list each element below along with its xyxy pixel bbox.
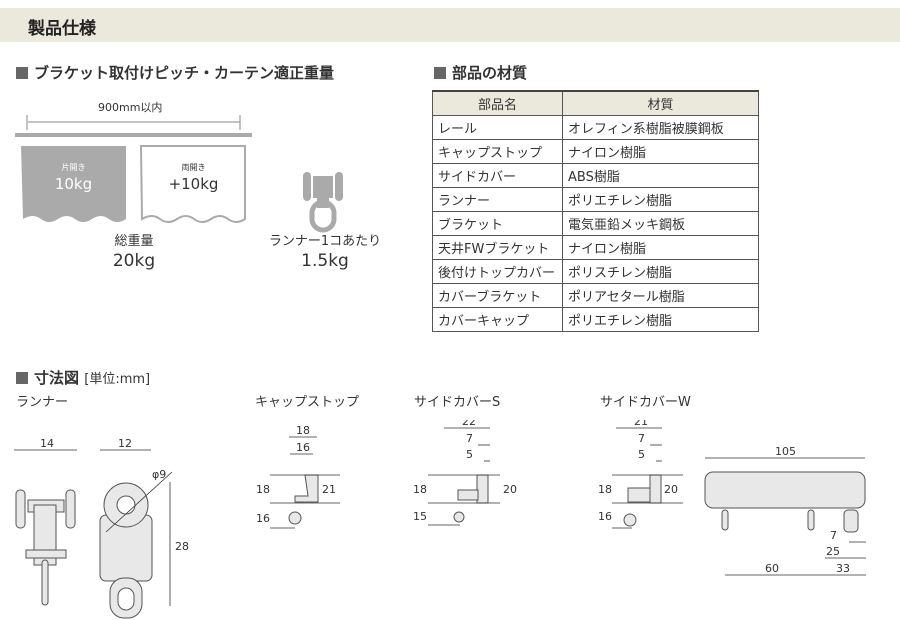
sidecover-s-dimension: 7: [466, 432, 473, 445]
material-cell: ポリアセタール樹脂: [562, 282, 759, 308]
runner-dimension: 28: [175, 540, 189, 553]
column-header: 部品名: [432, 90, 563, 116]
capstop-dimension: 21: [322, 483, 336, 496]
column-header: 材質: [562, 90, 759, 116]
table-row: レールオレフィン系樹脂被膜鋼板: [432, 114, 759, 140]
rail-dimension: 25: [826, 545, 840, 558]
heading-text: ブラケット取付けピッチ・カーテン適正重量: [34, 64, 335, 82]
capstop-dimension: 16: [256, 512, 270, 525]
sidecover-s-label: サイドカバーS: [414, 395, 501, 410]
capstop-dimension: 16: [296, 441, 310, 454]
runner-icon: [303, 172, 343, 233]
material-cell: ポリスチレン樹脂: [562, 258, 759, 284]
rail-dimension: 7: [830, 529, 837, 542]
sidecover-s-dimension: 20: [503, 483, 517, 496]
sidecover-w-dimension: 21: [634, 420, 648, 428]
sidecover-w-dimension: 16: [598, 510, 612, 523]
rail-dimension: 105: [775, 445, 796, 458]
rail-dimension: 60: [765, 562, 779, 575]
runner-dimension: 12: [118, 437, 132, 450]
heading-text: 部品の材質: [452, 64, 528, 82]
section-heading-weight: ブラケット取付けピッチ・カーテン適正重量: [16, 62, 334, 83]
title-bar: 製品仕様: [0, 8, 900, 42]
runner-dimension: 14: [40, 437, 54, 450]
sidecover-s-dimension: 5: [466, 448, 473, 461]
sidecover-w-dimension: 7: [638, 432, 645, 445]
two-side-weight: +10kg: [168, 175, 219, 193]
table-row: カバーブラケットポリアセタール樹脂: [432, 282, 759, 308]
table-row: 後付けトップカバーポリスチレン樹脂: [432, 258, 759, 284]
span-label: 900mm以内: [98, 101, 163, 114]
rail-dimension: 33: [836, 562, 850, 575]
runner-label: ランナー: [16, 395, 69, 410]
material-cell: ナイロン樹脂: [562, 234, 759, 260]
heading-text: 寸法図: [34, 369, 80, 387]
material-cell: ナイロン樹脂: [562, 138, 759, 164]
part-name-cell: 後付けトップカバー: [432, 258, 563, 284]
part-name-cell: レール: [432, 114, 563, 140]
one-side-weight: 10kg: [54, 175, 93, 193]
material-cell: ポリエチレン樹脂: [562, 306, 759, 332]
capstop-dimension: 18: [256, 483, 270, 496]
sidecover-s-dimension: 15: [413, 510, 427, 523]
material-cell: ポリエチレン樹脂: [562, 186, 759, 212]
materials-table: 部品名材質 レールオレフィン系樹脂被膜鋼板キャップストップナイロン樹脂サイドカバ…: [432, 90, 759, 332]
table-row: キャップストップナイロン樹脂: [432, 138, 759, 164]
sidecover-w-label: サイドカバーW: [600, 395, 691, 410]
sidecover-w-dimension: 18: [598, 483, 612, 496]
two-side-label: 両開き: [181, 163, 206, 172]
sidecover-w-dimension: 5: [638, 448, 645, 461]
part-name-cell: サイドカバー: [432, 162, 563, 188]
total-weight: 20kg: [112, 251, 156, 271]
material-cell: 電気亜鉛メッキ鋼板: [562, 210, 759, 236]
part-name-cell: キャップストップ: [432, 138, 563, 164]
runner-dimension: φ9: [152, 468, 166, 481]
part-name-cell: カバーキャップ: [432, 306, 563, 332]
runner-weight: 1.5kg: [301, 251, 349, 271]
sidecover-s-dimension: 22: [462, 420, 476, 428]
weight-diagram: [15, 115, 343, 233]
table-row: ランナーポリエチレン樹脂: [432, 186, 759, 212]
material-cell: ABS樹脂: [562, 162, 759, 188]
table-row: 天井FWブラケットナイロン樹脂: [432, 234, 759, 260]
total-label: 総重量: [114, 234, 154, 249]
runner-weight-label: ランナー1コあたり: [268, 234, 382, 249]
table-row: カバーキャップポリエチレン樹脂: [432, 306, 759, 332]
unit-label: [単位:mm]: [84, 372, 151, 387]
dimension-drawings: 14 12 φ9 28 18 16 18 16 21 22 7 5 18 15 20 21 7 5 18 16 20 10…: [14, 420, 866, 619]
page-title: 製品仕様: [28, 19, 96, 39]
part-name-cell: カバーブラケット: [432, 282, 563, 308]
part-name-cell: ランナー: [432, 186, 563, 212]
capstop-label: キャップストップ: [255, 395, 360, 410]
sidecover-s-dimension: 18: [413, 483, 427, 496]
material-cell: オレフィン系樹脂被膜鋼板: [562, 114, 759, 140]
table-row: ブラケット電気亜鉛メッキ鋼板: [432, 210, 759, 236]
part-name-cell: ブラケット: [432, 210, 563, 236]
sidecover-w-dimension: 20: [664, 483, 678, 496]
capstop-dimension: 18: [296, 424, 310, 437]
part-name-cell: 天井FWブラケット: [432, 234, 563, 260]
one-side-label: 片開き: [61, 163, 86, 172]
section-heading-dimensions: 寸法図 [単位:mm]: [16, 367, 150, 388]
section-heading-materials: 部品の材質: [434, 62, 527, 83]
